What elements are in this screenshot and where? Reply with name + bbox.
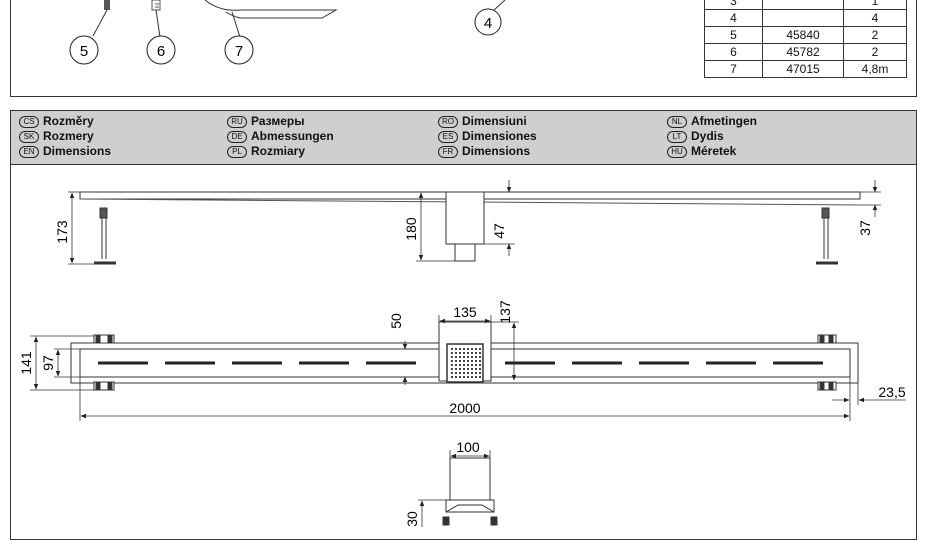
- language-label: Rozmery: [43, 129, 94, 143]
- language-entry-en: EN Dimensions: [19, 144, 111, 159]
- dim-37: 37: [857, 220, 873, 236]
- language-entry-sk: SK Rozmery: [19, 129, 94, 144]
- language-entry-es: ES Dimensiones: [438, 129, 537, 144]
- parts-drawing: 5 6 7 4: [69, 0, 506, 65]
- language-code-badge: HU: [667, 146, 687, 158]
- language-label: Dimensiones: [462, 129, 537, 143]
- outlet-detail: [418, 450, 498, 527]
- parts-cell-pos: 4: [704, 9, 763, 27]
- callout-5: [69, 35, 99, 65]
- part-6-spring: [151, 0, 161, 11]
- language-entry-cs: CS Rozměry: [19, 114, 94, 129]
- dim-30: 30: [404, 511, 420, 527]
- language-label: Abmessungen: [251, 129, 334, 143]
- parts-cell-code: [762, 0, 844, 10]
- dim-137: 137: [497, 300, 513, 324]
- language-code-badge: DE: [227, 131, 247, 143]
- parts-panel: [10, 0, 917, 97]
- parts-cell-code: 45840: [762, 26, 844, 44]
- dim-47: 47: [491, 223, 507, 239]
- language-code-badge: LT: [667, 131, 687, 143]
- svg-text:4: 4: [484, 15, 492, 32]
- language-label: Размеры: [251, 114, 305, 128]
- dim-173: 173: [54, 220, 70, 244]
- dim-2000: 2000: [449, 400, 480, 416]
- language-entry-ru: RU Размеры: [227, 114, 304, 129]
- language-code-badge: ES: [438, 131, 458, 143]
- parts-cell-code: 45782: [762, 43, 844, 61]
- language-code-badge: FR: [438, 146, 458, 158]
- leader-line: [92, 9, 108, 37]
- language-label: Dimensions: [43, 144, 112, 158]
- language-label: Rozmiary: [251, 144, 306, 158]
- drain-grate: [446, 343, 484, 383]
- language-entry-hu: HU Méretek: [667, 144, 736, 159]
- svg-text:7: 7: [235, 43, 243, 60]
- language-entry-lt: LT Dydis: [667, 129, 724, 144]
- dim-97: 97: [40, 355, 56, 371]
- parts-cell-pos: 7: [704, 60, 763, 78]
- language-entry-fr: FR Dimensions: [438, 144, 530, 159]
- parts-cell-qty: 4: [843, 9, 907, 27]
- language-label: Méretek: [691, 144, 737, 158]
- parts-cell-qty: 2: [843, 26, 907, 44]
- svg-text:6: 6: [157, 43, 165, 60]
- dim-100: 100: [456, 439, 480, 455]
- language-label: Dimensions: [462, 144, 531, 158]
- dim-23-5: 23,5: [878, 384, 905, 400]
- outlet-body: [445, 191, 485, 245]
- svg-text:5: 5: [80, 43, 88, 60]
- language-label: Rozměry: [43, 114, 94, 128]
- parts-cell-code: [762, 9, 844, 27]
- parts-cell-pos: 5: [704, 26, 763, 44]
- parts-cell-qty: 2: [843, 43, 907, 61]
- callout-6: [146, 35, 176, 65]
- parts-cell-code: 47015: [762, 60, 844, 78]
- parts-cell-pos: 6: [704, 43, 763, 61]
- parts-cell-pos: 3: [704, 0, 763, 10]
- dim-180: 180: [403, 217, 419, 241]
- dim-50: 50: [388, 313, 404, 329]
- language-code-badge: PL: [227, 146, 247, 158]
- language-entry-de: DE Abmessungen: [227, 129, 334, 144]
- language-entry-ro: RO Dimensiuni: [438, 114, 527, 129]
- callout-7: [224, 35, 254, 65]
- part-5-stud: [104, 0, 110, 10]
- dim-141: 141: [18, 351, 34, 375]
- language-label: Afmetingen: [691, 114, 757, 128]
- language-code-badge: SK: [19, 131, 39, 143]
- language-code-badge: RO: [438, 116, 458, 128]
- language-code-badge: EN: [19, 146, 39, 158]
- language-code-badge: RU: [227, 116, 247, 128]
- language-label: Dimensiuni: [462, 114, 527, 128]
- callout-4: [474, 8, 502, 36]
- outlet-pipe: [454, 243, 476, 262]
- side-view: [68, 180, 881, 265]
- language-label: Dydis: [691, 129, 724, 143]
- part-7-strip: [204, 0, 338, 19]
- outlet-top: [449, 457, 491, 501]
- language-code-badge: CS: [19, 116, 39, 128]
- parts-cell-qty: 1: [843, 0, 907, 10]
- dim-135: 135: [453, 304, 477, 320]
- language-entry-nl: NL Afmetingen: [667, 114, 757, 129]
- top-view: [30, 315, 906, 421]
- language-code-badge: NL: [667, 116, 687, 128]
- language-entry-pl: PL Rozmiary: [227, 144, 305, 159]
- parts-cell-qty: 4,8m: [843, 60, 907, 78]
- dimension-drawing: 173 180 47 37: [18, 180, 906, 527]
